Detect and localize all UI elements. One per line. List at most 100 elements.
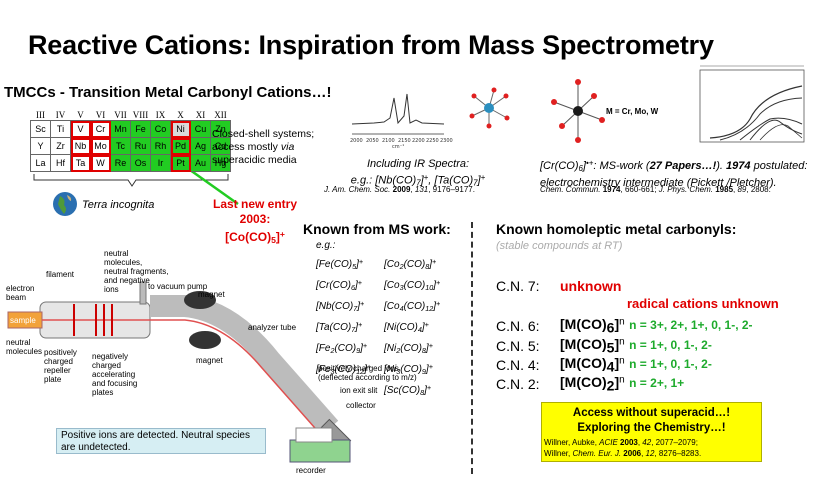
ref-vol: 42	[642, 438, 652, 447]
formula-part: (CO)	[403, 301, 426, 313]
cr-text-part: ).	[716, 159, 727, 172]
last-entry-note: Last new entry 2003: [Co(CO)5]+	[198, 197, 312, 248]
label-positive-ions: positively charged ions (deflected accor…	[318, 364, 417, 382]
access-references: Willner, Aubke, ACIE 2003, 42, 2077–2079…	[544, 437, 701, 459]
label-ion-exit-slit: ion exit slit	[340, 386, 378, 395]
formula-sub: 5	[606, 339, 615, 356]
cr-formula: [Cr(CO)	[540, 159, 579, 172]
cr-reference: Chem. Commun. 1974, 660-661; J. Phys. Ch…	[540, 185, 771, 194]
ms-formula: [Co3(CO)10]+	[384, 275, 440, 296]
formula-part: ]	[614, 374, 620, 390]
formula-sup: +	[428, 362, 433, 372]
ir-spectrum-figure: 2000 2050 2100 2150 2200 2250 2300 cm⁻¹	[350, 87, 510, 150]
formula-sub: 6	[606, 319, 615, 336]
formula-part: [Co(CO)	[225, 229, 272, 244]
formula-part: [Sc(CO)	[384, 385, 421, 397]
radical-cations-unknown: radical cations unknown	[627, 296, 779, 311]
element-cell: La	[30, 154, 51, 172]
formula-part: ]	[429, 259, 433, 271]
access-callout-lines: Access without superacid…! Exploring the…	[542, 406, 761, 436]
formula-part: [Co	[384, 280, 400, 292]
last-entry-line1: Last new entry 2003:	[212, 197, 298, 226]
label-neutral-fragments: neutral molecules, neutral fragments, an…	[104, 249, 169, 294]
formula-part: ]	[355, 280, 358, 292]
group-header: IX	[155, 110, 166, 120]
homoleptic-subtitle: (stable compounds at RT)	[496, 240, 623, 252]
label-vacuum-pump: to vacuum pump	[148, 282, 208, 291]
periodic-table-excerpt: III IV V VI VII VIII IX X XI XII Sc Ti V…	[30, 110, 231, 172]
formula-part: ]	[421, 322, 425, 334]
formula-sup: +	[279, 229, 285, 239]
cr-ref-pages: , 660-661;	[620, 185, 659, 194]
group-header: VII	[114, 110, 127, 120]
formula-part: [Ta(CO)	[316, 322, 352, 334]
formula-part: [Ni	[384, 364, 397, 376]
formula-part: ]	[357, 301, 361, 313]
formula-sup: +	[362, 341, 368, 351]
cn-label: C.N. 6:	[496, 318, 540, 334]
ms-formula: [Fe3(CO)12]+	[316, 359, 371, 380]
ir-ref-vol: 131	[414, 185, 429, 194]
element-cell: V	[70, 120, 91, 138]
ref-author: Willner, Aubke,	[544, 438, 600, 447]
element-cell: Mn	[110, 120, 131, 138]
access-callout-box: Access without superacid…! Exploring the…	[541, 402, 762, 462]
formula-part: ]	[614, 355, 620, 371]
cr-ref-vol: 89	[737, 185, 747, 194]
ir-tick: 2300	[440, 138, 453, 144]
formula-part: ]	[433, 280, 437, 292]
formula-part: ]	[360, 343, 363, 355]
formula-part: [Fe	[316, 343, 331, 355]
formula-part: [Ni	[384, 343, 397, 355]
label-analyzer-tube: analyzer tube	[248, 323, 297, 332]
formula-sup: +	[424, 320, 429, 330]
formula-sub: 9	[421, 367, 426, 377]
formula-sup: +	[436, 299, 441, 309]
formula-sup: +	[426, 383, 432, 393]
cn2-formula: [M(CO)2]n n = 2+, 1+	[560, 374, 684, 394]
element-cell: Tc	[110, 137, 131, 155]
formula-sup: n	[619, 336, 625, 348]
formula-part: (CO)	[400, 364, 422, 376]
known-ms-eg: e.g.:	[316, 240, 336, 251]
label-sample: sample	[10, 316, 36, 325]
label-accelerating-plates: negatively charged accelerating and focu…	[92, 352, 138, 397]
label-repeller-plate: positively charged repeller plate	[44, 348, 77, 384]
ir-tick: 2250	[426, 138, 439, 144]
slide-title: Reactive Cations: Inspiration from Mass …	[28, 30, 714, 60]
element-cell: Cd	[210, 137, 231, 155]
element-cell: Sc	[30, 120, 51, 138]
formula-sup: +	[428, 341, 433, 351]
octahedral-molecule-figure	[551, 79, 605, 143]
formula-sub: 8	[425, 262, 430, 272]
formula-part: ]	[355, 322, 358, 334]
formula-sub: 9	[356, 346, 361, 356]
formula-sup: +	[357, 278, 362, 288]
last-entry-formula: [Co(CO)5]+	[198, 227, 312, 248]
ref-vol: 12	[645, 449, 655, 458]
ms-formula: [Ni3(CO)9]+	[384, 359, 440, 380]
formula-part: [Co	[384, 301, 400, 313]
formula-sub: 7	[353, 304, 358, 314]
cn-charges: n = 1+, 0, 1-, 2-	[629, 357, 712, 371]
ms-formula: [Fe2(CO)9]+	[316, 338, 371, 359]
element-cell: W	[90, 154, 111, 172]
ir-axis-unit: cm⁻¹	[392, 144, 404, 150]
known-ms-column-1: [Fe(CO)5]+[Cr(CO)6]+[Nb(CO)7]+[Ta(CO)7]+…	[316, 254, 371, 380]
element-cell: Hf	[50, 154, 71, 172]
element-cell: Hg	[210, 154, 231, 172]
element-cell: Ti	[50, 120, 71, 138]
formula-part: ]	[356, 259, 359, 271]
ms-formula: [Ni(CO)4]+	[384, 317, 440, 338]
formula-part: (CO)	[334, 364, 357, 376]
formula-part: ]	[614, 336, 620, 352]
formula-part: [M(CO)	[560, 374, 607, 390]
cr-text-part: : MS-work (	[593, 159, 650, 172]
element-cell: Fe	[130, 120, 151, 138]
closed-shell-text-2: superacidic media	[212, 154, 297, 166]
ms-formula: [Fe(CO)5]+	[316, 254, 371, 275]
group-header: X	[177, 110, 184, 120]
element-cell: Zr	[50, 137, 71, 155]
formula-part: [Nb(CO)	[316, 301, 354, 313]
cn-charges: n = 1+, 0, 1-, 2-	[629, 338, 712, 352]
